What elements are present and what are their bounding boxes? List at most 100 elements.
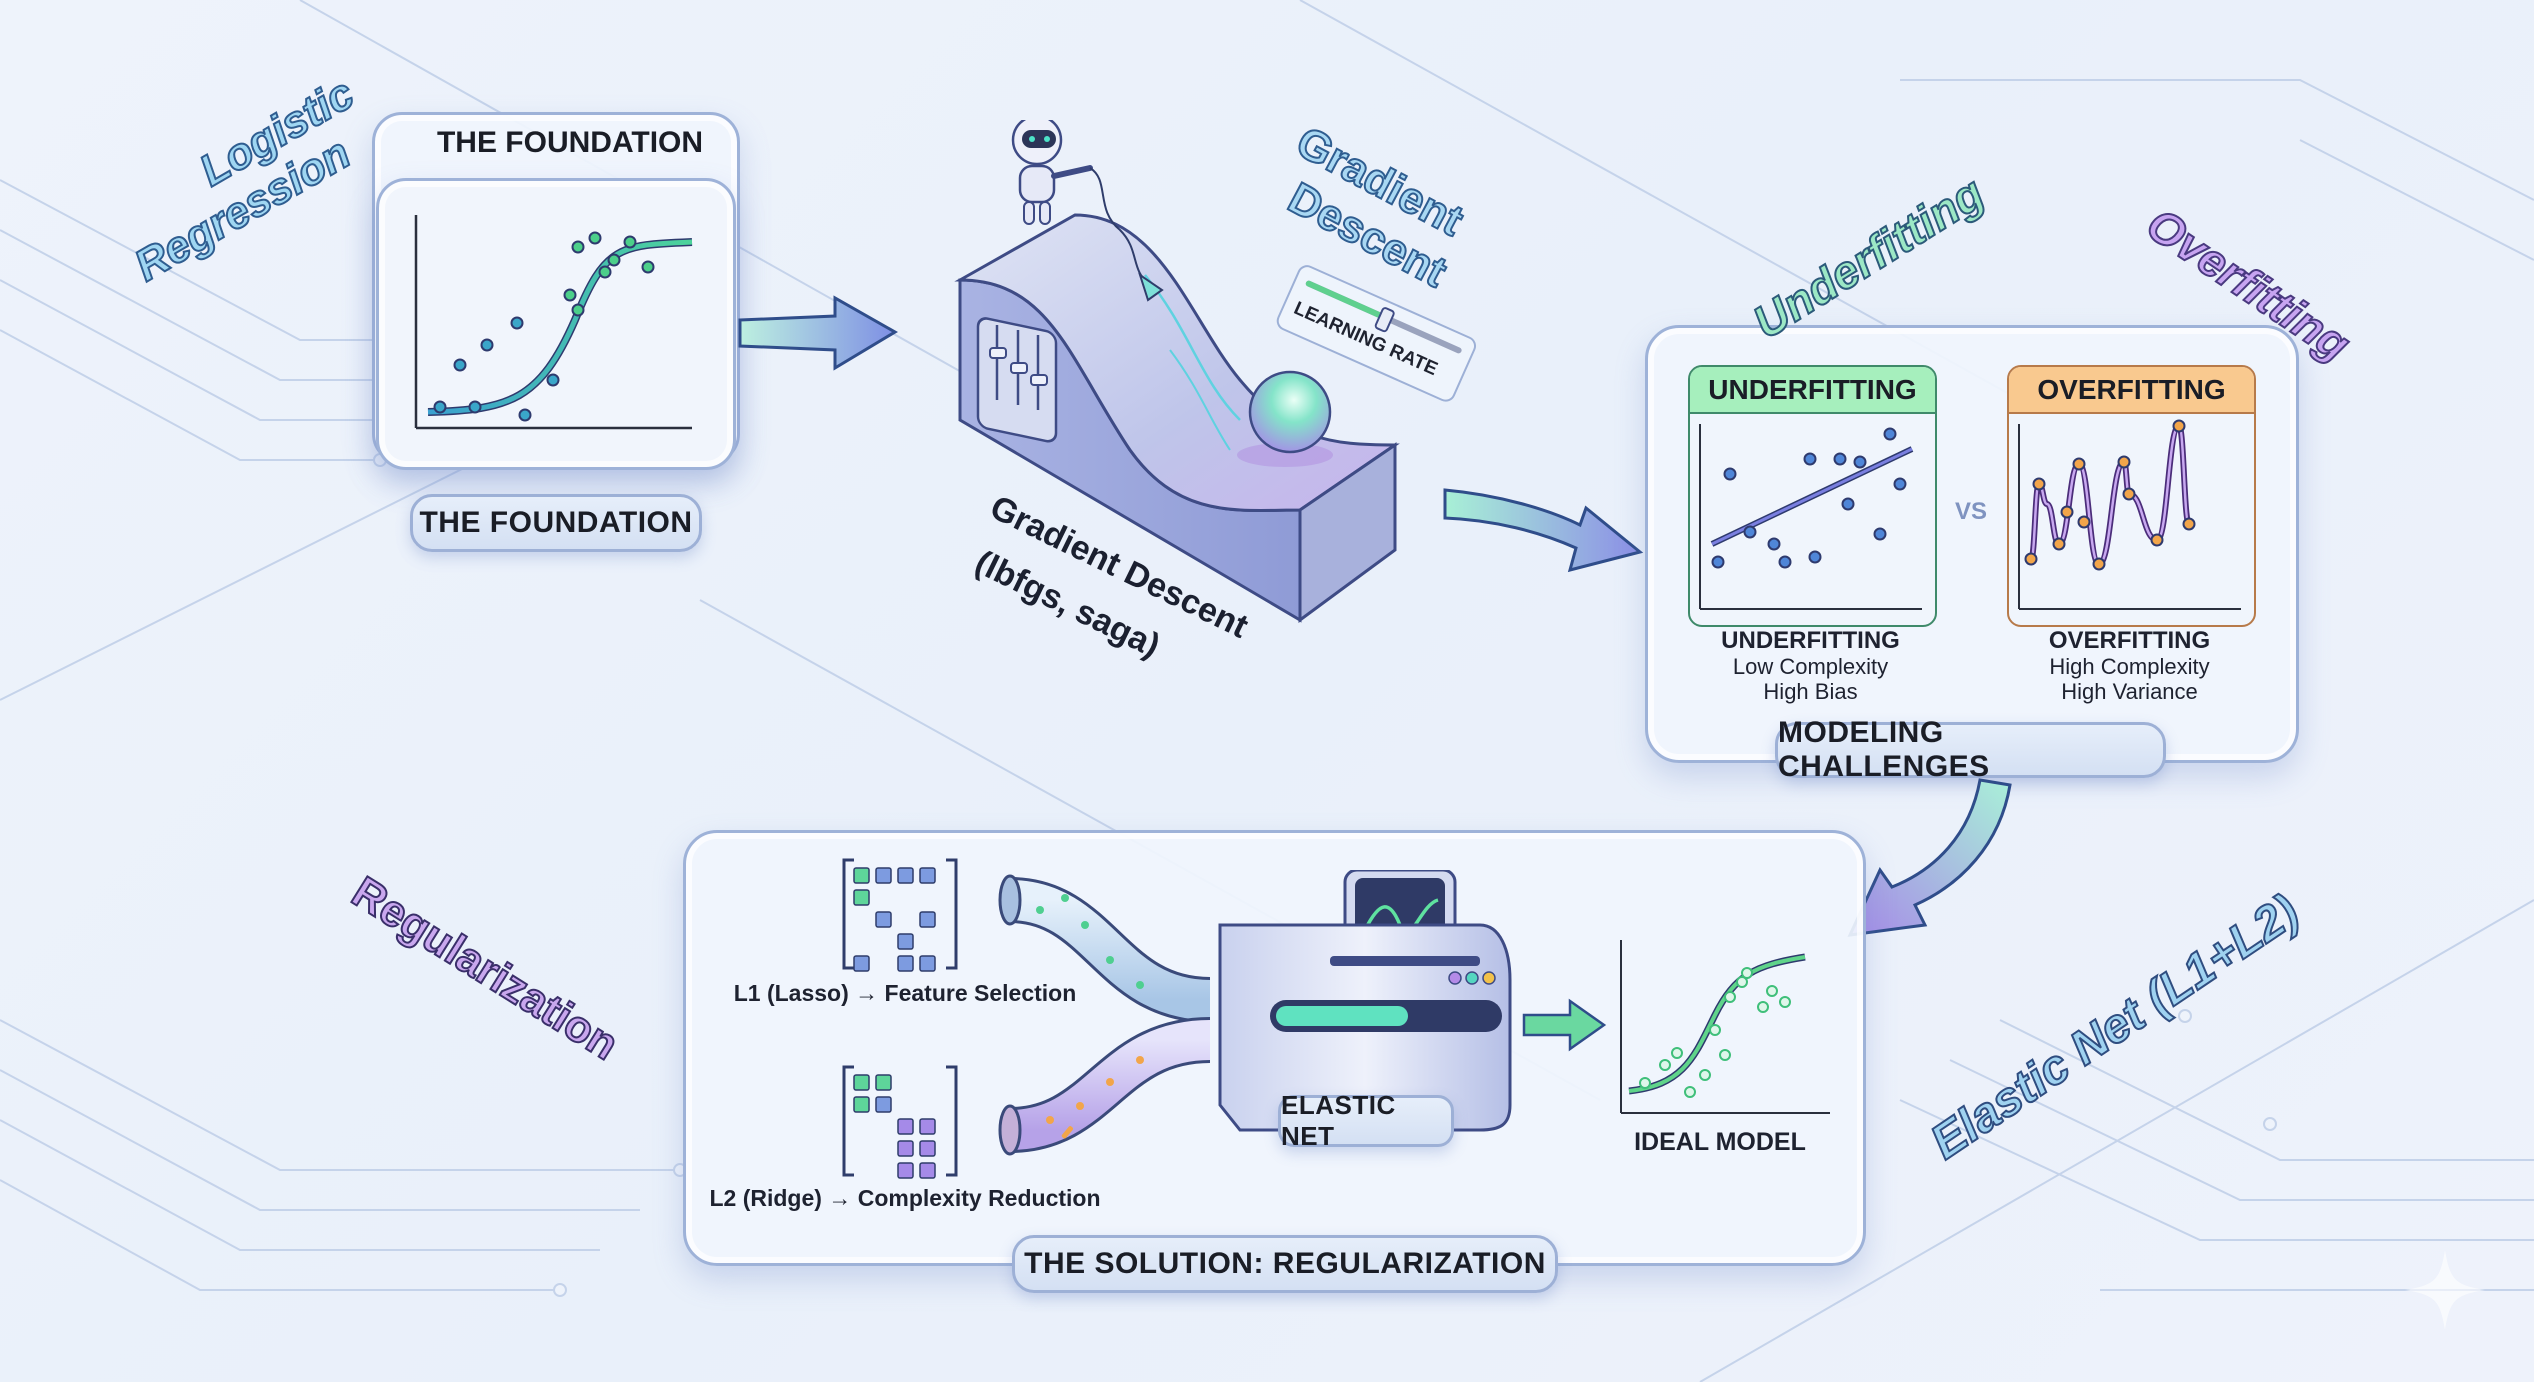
data-point xyxy=(2052,537,2066,551)
data-point xyxy=(510,316,524,330)
l2-matrix xyxy=(842,1065,958,1179)
elastic-net-label: ELASTIC NET xyxy=(1278,1090,1454,1151)
matrix-cell xyxy=(919,1140,936,1157)
robot-icon xyxy=(1011,120,1164,302)
data-point xyxy=(598,265,612,279)
data-point xyxy=(468,400,482,414)
ideal-data-point xyxy=(1684,1086,1696,1098)
data-point xyxy=(1808,550,1822,564)
matrix-cell xyxy=(875,1074,892,1091)
matrix-cell xyxy=(897,1140,914,1157)
data-point xyxy=(2150,533,2164,547)
data-point xyxy=(1841,497,1855,511)
ideal-data-point xyxy=(1659,1059,1671,1071)
data-point xyxy=(433,400,447,414)
underfitting-panel: UNDERFITTING xyxy=(1688,365,1937,627)
challenges-caption: MODELING CHALLENGES xyxy=(1775,716,2166,783)
l1-label: L1 (Lasso) → Feature Selection xyxy=(733,980,1077,1006)
ideal-curve xyxy=(1628,953,1806,1095)
data-point xyxy=(588,231,602,245)
elastic-net-machine xyxy=(1218,870,1512,1132)
data-point xyxy=(1803,452,1817,466)
descent-ball xyxy=(1248,370,1332,454)
ideal-data-point xyxy=(1736,976,1748,988)
matrix-cell xyxy=(919,1118,936,1135)
foundation-caption: THE FOUNDATION xyxy=(410,494,702,552)
data-point xyxy=(2172,419,2186,433)
ideal-model-chart xyxy=(1620,940,1830,1114)
data-point xyxy=(2092,557,2106,571)
data-point xyxy=(2024,552,2038,566)
output-arrow xyxy=(1522,998,1607,1052)
ideal-data-point xyxy=(1639,1077,1651,1089)
data-point xyxy=(571,240,585,254)
matrix-cell xyxy=(875,1096,892,1113)
underfitting-title: UNDERFITTING xyxy=(1721,627,1900,654)
matrix-cell xyxy=(853,955,870,972)
data-point xyxy=(518,408,532,422)
underfitting-header: UNDERFITTING xyxy=(1690,367,1935,414)
data-point xyxy=(546,373,560,387)
ideal-data-point xyxy=(1741,967,1753,979)
ideal-data-point xyxy=(1709,1024,1721,1036)
matrix-cell xyxy=(919,1162,936,1179)
ideal-data-point xyxy=(1719,1049,1731,1061)
overfitting-line2: High Variance xyxy=(2061,679,2198,704)
data-point xyxy=(2077,515,2091,529)
data-point xyxy=(2122,487,2136,501)
slope-right-face xyxy=(1298,442,1397,623)
data-point xyxy=(1743,525,1757,539)
data-point xyxy=(2032,477,2046,491)
matrix-cell xyxy=(853,867,870,884)
data-point xyxy=(1711,555,1725,569)
data-point xyxy=(1723,467,1737,481)
ideal-data-point xyxy=(1779,996,1791,1008)
matrix-cell xyxy=(875,867,892,884)
logistic-chart xyxy=(414,215,693,430)
ideal-model-label: IDEAL MODEL xyxy=(1634,1128,1806,1156)
matrix-cell xyxy=(875,911,892,928)
pipes xyxy=(998,874,1212,1156)
flow-arrow-1 xyxy=(738,295,898,371)
matrix-cell xyxy=(853,889,870,906)
matrix-cell xyxy=(897,955,914,972)
data-point xyxy=(607,253,621,267)
machine-progress-fill xyxy=(1276,1006,1408,1026)
data-point xyxy=(1833,452,1847,466)
matrix-cell xyxy=(853,1096,870,1113)
foundation-card-title: THE FOUNDATION xyxy=(436,126,704,159)
data-point xyxy=(563,288,577,302)
data-point xyxy=(1873,527,1887,541)
data-point xyxy=(2182,517,2196,531)
ideal-data-point xyxy=(1699,1069,1711,1081)
matrix-cell xyxy=(919,867,936,884)
data-point xyxy=(1778,555,1792,569)
data-point xyxy=(2117,455,2131,469)
data-point xyxy=(641,260,655,274)
vs-label: VS xyxy=(1955,498,1988,525)
gradient-descent-illustration xyxy=(954,120,1400,623)
underfitting-line1: Low Complexity xyxy=(1732,654,1889,679)
data-point xyxy=(1883,427,1897,441)
data-point xyxy=(2060,505,2074,519)
foundation-chart-panel xyxy=(376,178,736,470)
l2-label: L2 (Ridge) → Complexity Reduction xyxy=(709,1185,1101,1211)
data-point xyxy=(623,235,637,249)
data-point xyxy=(1853,455,1867,469)
l1-matrix xyxy=(842,858,958,972)
matrix-cell xyxy=(897,867,914,884)
matrix-cell xyxy=(897,1118,914,1135)
overfitting-header: OVERFITTING xyxy=(2009,367,2254,414)
data-point xyxy=(571,303,585,317)
data-point xyxy=(1767,537,1781,551)
sparkle-icon xyxy=(2405,1250,2485,1330)
data-point xyxy=(2072,457,2086,471)
matrix-cell xyxy=(919,911,936,928)
data-point xyxy=(480,338,494,352)
overfitting-title: OVERFITTING xyxy=(2048,627,2211,654)
underfitting-line2: High Bias xyxy=(1763,679,1858,704)
data-point xyxy=(1893,477,1907,491)
ideal-data-point xyxy=(1757,1001,1769,1013)
solution-caption: THE SOLUTION: REGULARIZATION xyxy=(1012,1235,1558,1293)
flow-arrow-2 xyxy=(1443,488,1644,573)
